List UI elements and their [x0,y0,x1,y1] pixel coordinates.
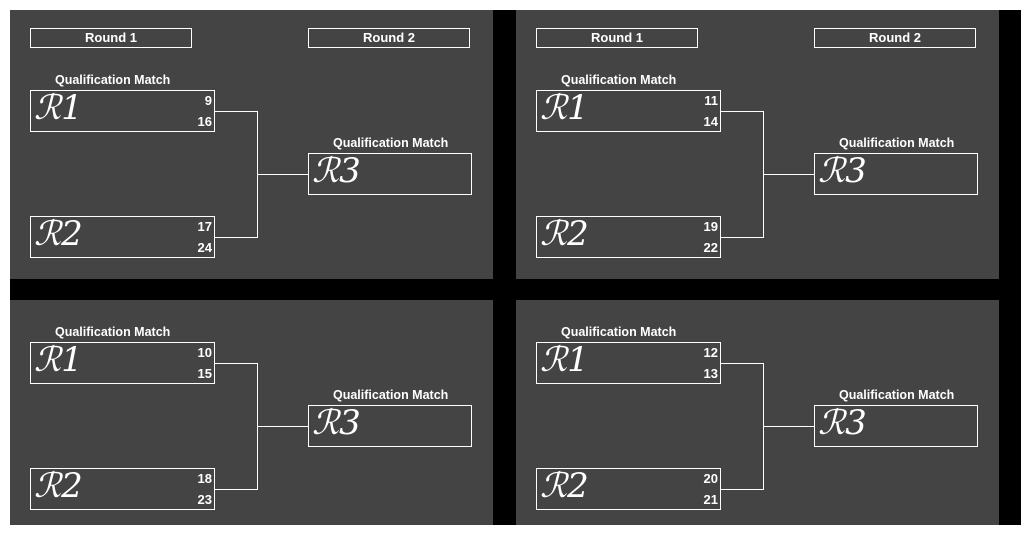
connector-line [763,174,815,175]
match-r3-id: ℛ3 [818,151,867,191]
match-r1-seed-top: 12 [703,345,718,360]
match-r1-label: Qualification Match [561,73,677,87]
connector-line [215,111,258,112]
match-r2-seed-top: 18 [197,471,212,486]
match-r1-box: ℛ1 11 14 [536,88,721,132]
match-r3-id: ℛ3 [312,151,361,191]
match-r2-id: ℛ2 [34,214,83,254]
match-r2-box: ℛ2 18 23 [30,466,215,510]
connector-line [215,489,258,490]
match-r1-label: Qualification Match [55,325,171,339]
match-r2-seed-top: 17 [197,219,212,234]
match-r1-id: ℛ1 [540,88,589,128]
match-r1-id: ℛ1 [34,88,83,128]
match-r2-seed-top: 19 [703,219,718,234]
match-r2-box: ℛ2 20 21 [536,466,721,510]
match-r2-box: ℛ2 17 24 [30,214,215,258]
connector-line [721,237,764,238]
match-r1-id: ℛ1 [34,340,83,380]
match-r3-box: ℛ3 [308,151,472,195]
match-r3-box: ℛ3 [814,151,978,195]
match-r3-label: Qualification Match [839,388,955,402]
match-r2-seed-bottom: 24 [197,240,212,255]
match-r1-box: ℛ1 9 16 [30,88,215,132]
match-r3-box: ℛ3 [814,403,978,447]
connector-line [257,426,309,427]
bracket-stage: Round 1 Round 2 Qualification Match ℛ1 9… [10,10,1021,525]
match-r1-seed-top: 11 [704,93,718,108]
match-r1-label: Qualification Match [561,325,677,339]
connector-line [215,237,258,238]
match-r3-label: Qualification Match [333,388,449,402]
match-r1-seed-top: 10 [197,345,212,360]
match-r3-id: ℛ3 [312,403,361,443]
connector-line [215,363,258,364]
match-r3-id: ℛ3 [818,403,867,443]
match-r1-label: Qualification Match [55,73,171,87]
match-r1-seed-bottom: 14 [703,114,718,129]
match-r1-seed-bottom: 16 [197,114,212,129]
connector-line [763,426,815,427]
match-r2-box: ℛ2 19 22 [536,214,721,258]
match-r1-id: ℛ1 [540,340,589,380]
round-1-header: Round 1 [536,28,698,48]
match-r1-seed-top: 9 [204,93,212,108]
match-r2-id: ℛ2 [34,466,83,506]
round-1-header: Round 1 [30,28,192,48]
bracket-panel-bottom-right: Qualification Match ℛ1 12 13 ℛ2 20 21 Qu… [516,300,999,525]
match-r2-seed-top: 20 [703,471,718,486]
match-r3-box: ℛ3 [308,403,472,447]
match-r2-seed-bottom: 22 [703,240,718,255]
match-r2-id: ℛ2 [540,214,589,254]
bracket-panel-bottom-left: Qualification Match ℛ1 10 15 ℛ2 18 23 Qu… [10,300,493,525]
match-r1-seed-bottom: 13 [703,366,718,381]
match-r3-label: Qualification Match [333,136,449,150]
connector-line [721,111,764,112]
match-r3-label: Qualification Match [839,136,955,150]
match-r1-seed-bottom: 15 [197,366,212,381]
match-r2-seed-bottom: 23 [197,492,212,507]
match-r1-box: ℛ1 10 15 [30,340,215,384]
bracket-panel-top-right: Round 1 Round 2 Qualification Match ℛ1 1… [516,10,999,279]
connector-line [257,174,309,175]
bracket-panel-top-left: Round 1 Round 2 Qualification Match ℛ1 9… [10,10,493,279]
round-2-header: Round 2 [814,28,976,48]
round-2-header: Round 2 [308,28,470,48]
match-r1-box: ℛ1 12 13 [536,340,721,384]
connector-line [721,489,764,490]
match-r2-seed-bottom: 21 [703,492,718,507]
match-r2-id: ℛ2 [540,466,589,506]
connector-line [721,363,764,364]
